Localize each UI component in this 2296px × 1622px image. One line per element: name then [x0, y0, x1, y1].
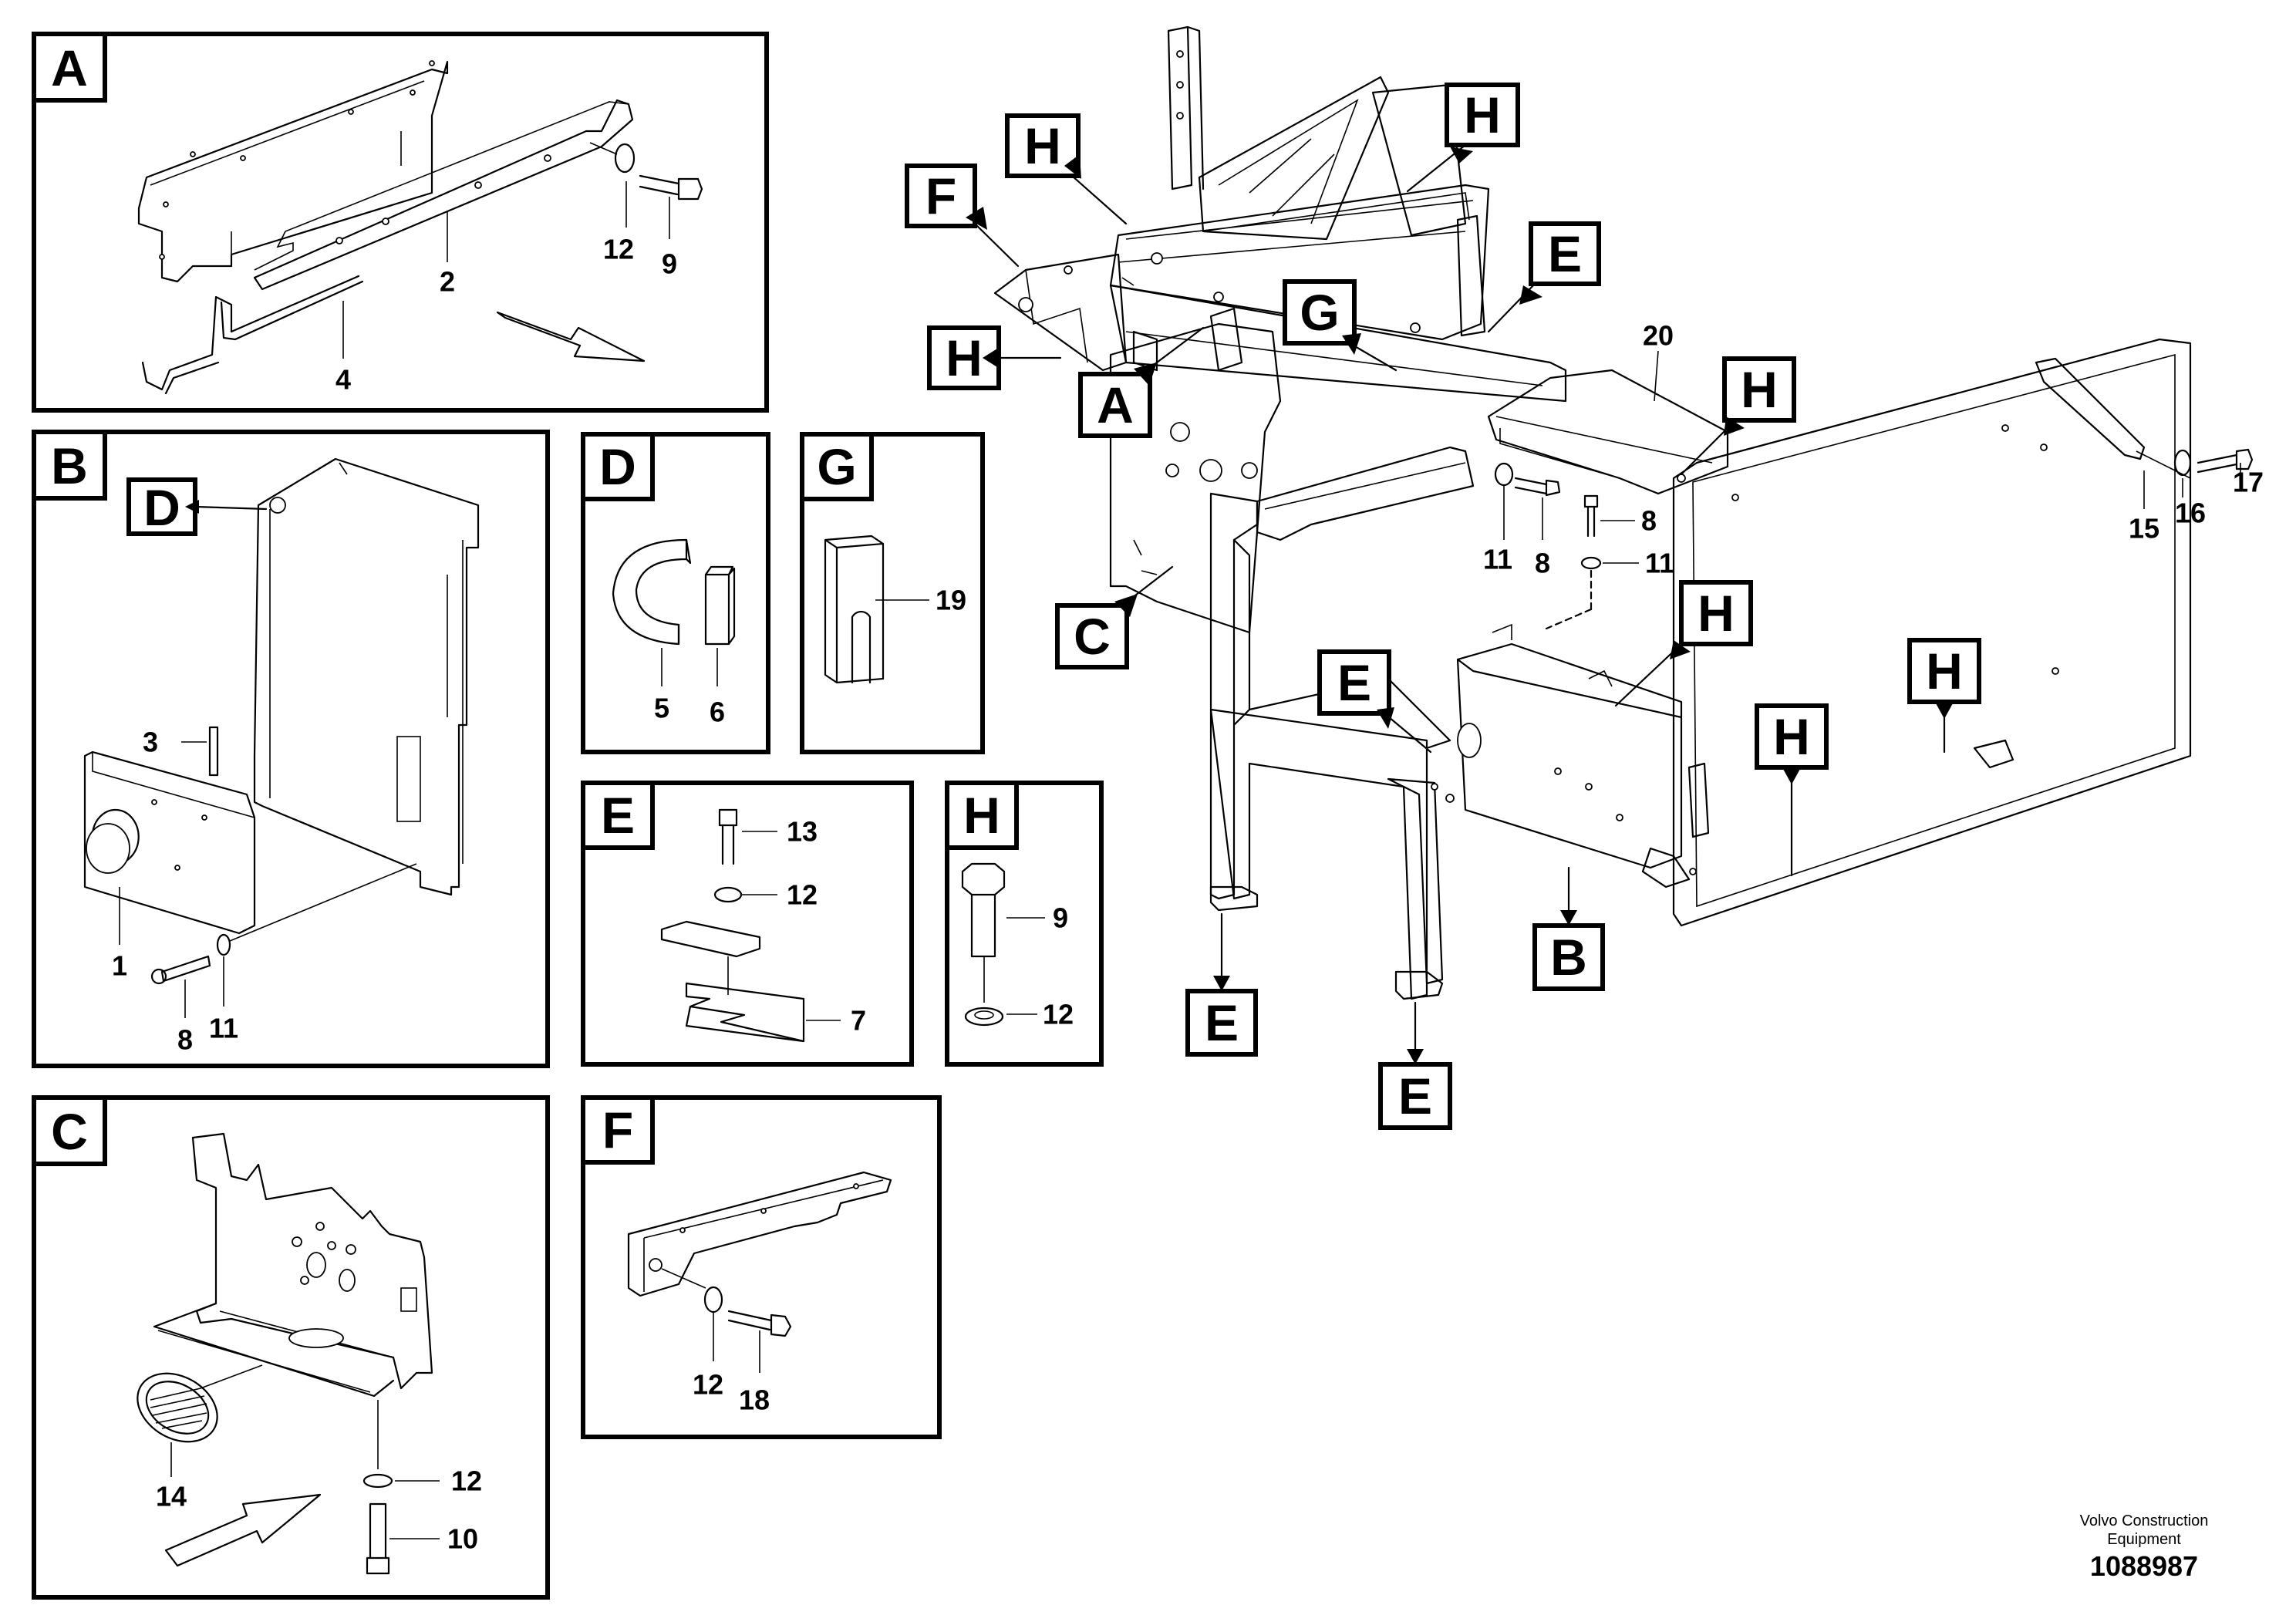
- callout-h-4: H: [1680, 356, 1796, 476]
- svg-text:B: B: [1550, 929, 1587, 986]
- part-number-12-f: 12: [693, 1369, 723, 1401]
- part-number-7: 7: [851, 1005, 866, 1037]
- detail-panel-f: F 12 18: [581, 1095, 942, 1439]
- detail-panel-e: E 13 12 7: [581, 781, 914, 1067]
- svg-text:H: H: [1464, 86, 1501, 143]
- part-number-4: 4: [335, 364, 351, 396]
- callout-h-1: H: [1005, 113, 1128, 225]
- callout-h-6: H: [1907, 638, 1981, 754]
- callout-e-3: E: [1185, 912, 1258, 1057]
- detail-panel-a: A 12 9 2 4: [32, 32, 769, 413]
- part-number-3: 3: [143, 727, 158, 758]
- direction-arrow-icon: [496, 311, 646, 363]
- part-number-9: 9: [662, 248, 677, 280]
- svg-text:H: H: [1698, 585, 1735, 642]
- main-assembly-view: 15 16 17 20 11 8 8 11: [993, 25, 2264, 1000]
- callout-b: B: [1532, 866, 1605, 991]
- part-number-2: 2: [440, 266, 455, 298]
- detail-panel-b: B D 3 1 8 11: [32, 430, 550, 1068]
- part-number-10: 10: [447, 1523, 478, 1555]
- footer-brand: Volvo Construction Equipment 1088987: [2080, 1512, 2209, 1582]
- panel-e-label: E: [601, 787, 635, 844]
- svg-text:E: E: [1398, 1067, 1432, 1125]
- svg-text:H: H: [1773, 708, 1810, 765]
- panel-d-label: D: [599, 438, 636, 495]
- svg-text:E: E: [1205, 994, 1239, 1051]
- panel-c-label: C: [51, 1103, 88, 1160]
- part-number-17: 17: [2233, 467, 2264, 498]
- callout-f: F: [905, 164, 1020, 268]
- panel-b-label: B: [51, 437, 88, 494]
- callout-h-3: H: [927, 325, 1062, 390]
- part-number-15: 15: [2129, 513, 2159, 545]
- part-number-12-h: 12: [1043, 999, 1074, 1030]
- part-number-18: 18: [739, 1384, 770, 1416]
- panel-g-label: G: [817, 438, 856, 495]
- svg-text:G: G: [1300, 284, 1339, 341]
- callout-e-1: E: [1487, 221, 1601, 333]
- panel-h-label: H: [963, 787, 1000, 844]
- svg-text:H: H: [946, 329, 983, 386]
- detail-panel-d: D 5 6: [581, 432, 770, 754]
- brand-line-2: Equipment: [2107, 1531, 2181, 1548]
- svg-text:C: C: [1074, 608, 1111, 665]
- document-number: 1088987: [2090, 1550, 2198, 1582]
- callout-c: C: [1055, 565, 1174, 669]
- callout-h-7: H: [1755, 703, 1829, 877]
- part-number-8-right: 8: [1641, 505, 1657, 537]
- detail-panel-c: C 14 12 10: [32, 1095, 550, 1600]
- part-number-11-right: 11: [1645, 548, 1674, 579]
- part-number-11: 11: [209, 1013, 238, 1044]
- callout-h-5: H: [1614, 580, 1753, 707]
- panel-a-label: A: [51, 39, 88, 96]
- part-number-13: 13: [787, 816, 818, 848]
- part-number-5: 5: [654, 693, 669, 724]
- panel-f-label: F: [602, 1101, 633, 1158]
- direction-arrow-icon-c: [164, 1493, 322, 1567]
- part-number-20: 20: [1643, 320, 1674, 352]
- svg-text:H: H: [1024, 117, 1061, 174]
- part-number-16: 16: [2175, 497, 2206, 529]
- svg-text:H: H: [1741, 361, 1778, 418]
- part-number-6: 6: [710, 696, 725, 728]
- detail-panel-h: H 9 12: [945, 781, 1104, 1067]
- part-number-12: 12: [603, 234, 634, 265]
- part-number-9-h: 9: [1053, 902, 1068, 934]
- callout-e-2: E: [1317, 649, 1432, 754]
- part-number-8-main: 8: [1535, 548, 1550, 579]
- svg-text:F: F: [925, 167, 956, 224]
- part-number-14: 14: [156, 1481, 187, 1512]
- svg-text:A: A: [1097, 376, 1134, 433]
- detail-panel-g: G 19: [800, 432, 985, 754]
- part-number-8: 8: [177, 1024, 193, 1056]
- part-number-19: 19: [936, 585, 966, 616]
- part-number-11-main: 11: [1483, 544, 1512, 575]
- svg-text:E: E: [1337, 654, 1371, 711]
- part-number-12-e: 12: [787, 879, 818, 911]
- part-number-12-c: 12: [451, 1465, 482, 1497]
- callout-e-4: E: [1378, 1001, 1452, 1130]
- part-number-1: 1: [112, 950, 127, 982]
- callout-d: D: [143, 479, 180, 536]
- svg-text:E: E: [1548, 225, 1582, 282]
- callout-h-2: H: [1406, 83, 1520, 193]
- brand-line-1: Volvo Construction: [2080, 1512, 2209, 1529]
- svg-text:H: H: [1926, 642, 1963, 700]
- callout-a: A: [1078, 326, 1205, 438]
- callout-g: G: [1283, 279, 1397, 372]
